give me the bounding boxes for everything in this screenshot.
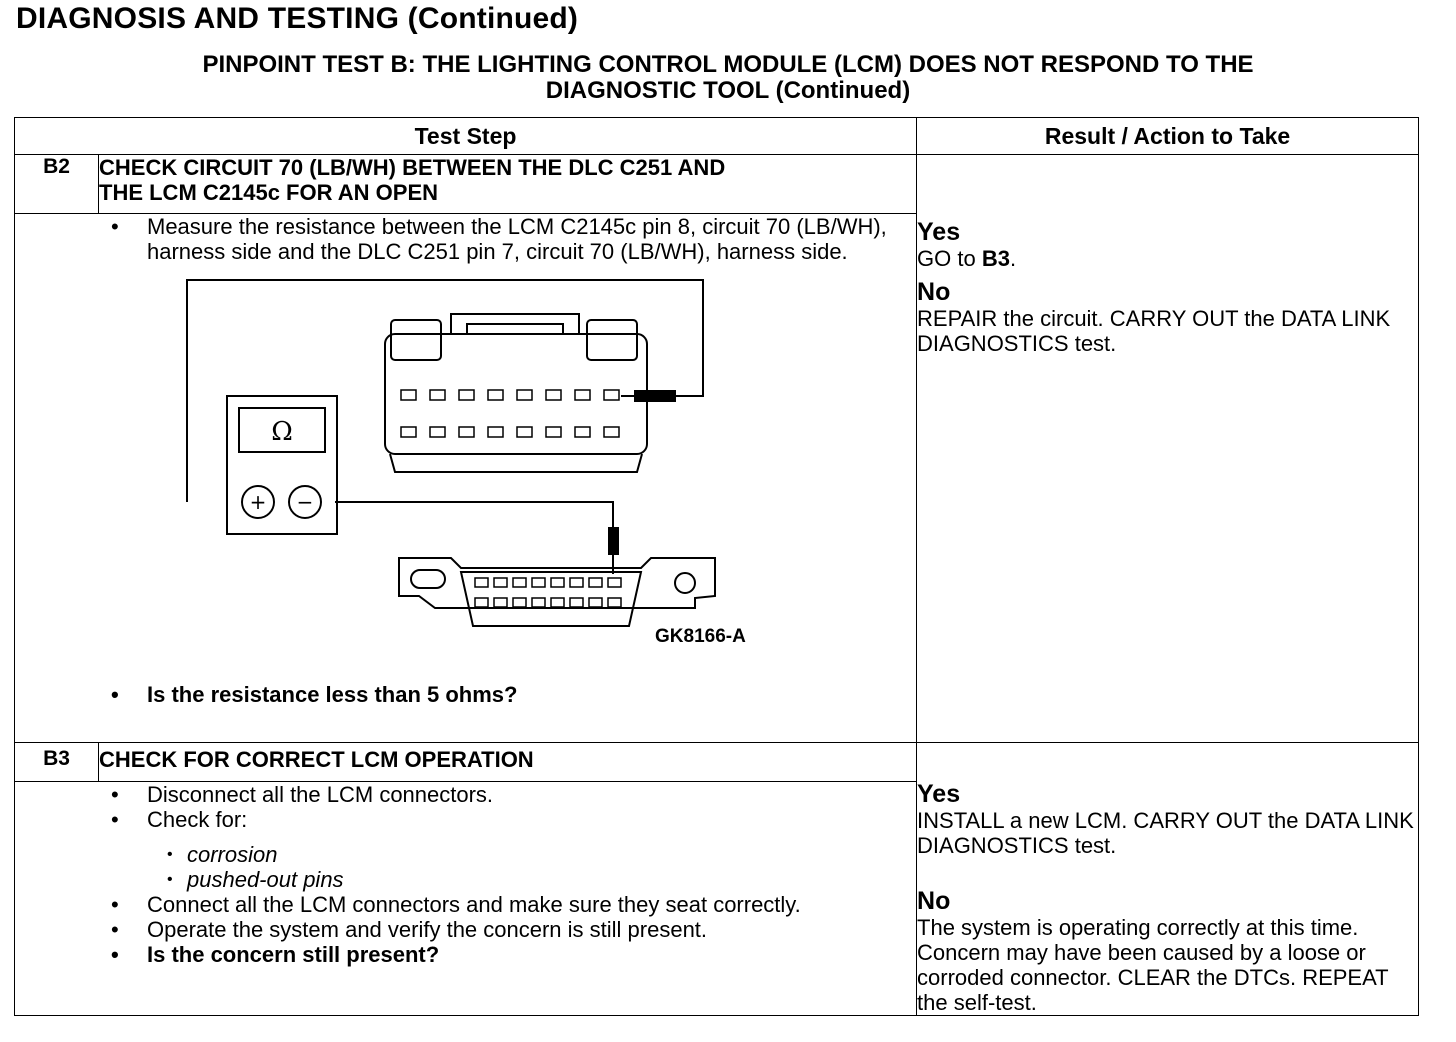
sub-list-item: pushed-out pins (167, 867, 916, 892)
step-b2-result: Yes GO to B3. No REPAIR the circuit. CAR… (916, 154, 1420, 743)
step-body: Measure the resistance between the LCM C… (13, 213, 918, 743)
yes-label: Yes (917, 780, 961, 808)
step-bullets: Measure the resistance between the LCM C… (15, 214, 916, 264)
yes-label: Yes (917, 218, 961, 246)
figure-label: GK8166-A (655, 626, 746, 647)
connector-pin (588, 577, 603, 588)
connector-pin (545, 426, 562, 438)
meter-plus-terminal (241, 485, 275, 519)
connector-pin (474, 577, 489, 588)
column-header-test-step: Test Step (13, 117, 918, 155)
connector-pin (603, 389, 620, 401)
step-b3-title-row: B3 CHECK FOR CORRECT LCM OPERATION Yes I… (14, 741, 1420, 1016)
list-item: Check for: corrosion pushed-out pins (15, 807, 916, 892)
step-question: Is the resistance less than 5 ohms? (15, 682, 916, 707)
connector-pin (512, 597, 527, 608)
dlc-mounting-hole (410, 569, 446, 589)
connector-pin (545, 389, 562, 401)
negative-lead-wire (335, 501, 614, 534)
connector-pin (429, 426, 446, 438)
yes-action: GO to B3. (917, 246, 1418, 271)
list-item: Connect all the LCM connectors and make … (15, 892, 916, 917)
step-title-line2: THE LCM C2145c FOR AN OPEN (99, 180, 439, 205)
connector-pin (400, 426, 417, 438)
meter-minus-terminal (288, 485, 322, 519)
ohm-symbol-icon: Ω (271, 417, 293, 447)
connector-pin (574, 389, 591, 401)
connector-pin (531, 597, 546, 608)
connector-pins (400, 389, 622, 608)
step-b2-body-row: Measure the resistance between the LCM C… (13, 213, 1419, 743)
list-item-text: Check for: (147, 807, 248, 833)
step-bullets: Disconnect all the LCM connectors. Check… (15, 782, 916, 967)
connector-pin (550, 597, 565, 608)
connector-pin (607, 577, 622, 588)
lcm-test-probe (621, 390, 676, 402)
connector-pin (493, 577, 508, 588)
yes-action-suffix: . (1009, 246, 1017, 271)
step-b3-body-row: Disconnect all the LCM connectors. Check… (13, 781, 1419, 1016)
dlc-test-probe (608, 527, 619, 574)
connector-pin (400, 389, 417, 401)
minus-icon: − (297, 490, 314, 514)
connector-pin (512, 577, 527, 588)
connector-pin (458, 426, 475, 438)
yes-action-step-ref: B3 (981, 246, 1010, 271)
no-label: No (917, 278, 951, 306)
no-action: REPAIR the circuit. CARRY OUT the DATA L… (917, 306, 1391, 356)
step-id: B2 (14, 154, 99, 214)
step-b3-result: Yes INSTALL a new LCM. CARRY OUT the DAT… (916, 742, 1420, 1016)
connector-pin (531, 577, 546, 588)
table-header-row: Test Step Result / Action to Take (13, 117, 1420, 155)
connector-pin (474, 597, 489, 608)
list-item: Measure the resistance between the LCM C… (15, 214, 916, 264)
connector-pin (487, 389, 504, 401)
yes-action-prefix: GO to (917, 246, 982, 271)
no-action: The system is operating correctly at thi… (917, 915, 1389, 1015)
lcm-connector-c2145c (384, 313, 648, 473)
column-header-result: Result / Action to Take (916, 117, 1420, 155)
connector-pin (569, 577, 584, 588)
no-label: No (917, 887, 951, 915)
sub-list-item: corrosion (167, 842, 916, 867)
connector-pin (607, 597, 622, 608)
multimeter (226, 395, 338, 535)
positive-lead-wire (186, 279, 704, 502)
connector-pin (458, 389, 475, 401)
step-body: Disconnect all the LCM connectors. Check… (13, 781, 918, 1016)
step-title-line1: CHECK CIRCUIT 70 (LB/WH) BETWEEN THE DLC… (99, 155, 726, 180)
step-title: CHECK CIRCUIT 70 (LB/WH) BETWEEN THE DLC… (97, 154, 918, 214)
pinpoint-test-table: Test Step Result / Action to Take B2 CHE… (13, 117, 1420, 1016)
list-item: Operate the system and verify the concer… (15, 917, 916, 942)
page-title: DIAGNOSIS AND TESTING (Continued) (16, 2, 579, 35)
dlc-mounting-hole (674, 572, 696, 594)
step-id: B3 (14, 741, 99, 783)
connector-pin (550, 577, 565, 588)
connector-pin (429, 389, 446, 401)
step-title: CHECK FOR CORRECT LCM OPERATION (97, 741, 918, 783)
check-sub-list: corrosion pushed-out pins (15, 842, 916, 892)
connector-pin (487, 426, 504, 438)
test-title-line2: DIAGNOSTIC TOOL (Continued) (545, 77, 911, 104)
step-b2-title-row: B2 CHECK CIRCUIT 70 (LB/WH) BETWEEN THE … (14, 154, 1420, 743)
plus-icon: + (250, 490, 267, 514)
connector-pin (493, 597, 508, 608)
list-item: Disconnect all the LCM connectors. (15, 782, 916, 807)
connector-pin (574, 426, 591, 438)
meter-connector-diagram: Ω + − GK8166-A (186, 279, 746, 647)
connector-pin (516, 389, 533, 401)
connector-pin (588, 597, 603, 608)
step-question: Is the concern still present? (15, 942, 916, 967)
connector-pin (516, 426, 533, 438)
pinpoint-test-title: PINPOINT TEST B: THE LIGHTING CONTROL MO… (0, 52, 1456, 104)
test-title-line1: PINPOINT TEST B: THE LIGHTING CONTROL MO… (202, 51, 1254, 78)
connector-pin (603, 426, 620, 438)
connector-pin (569, 597, 584, 608)
dlc-connector-c251 (398, 557, 716, 627)
step-question-list: Is the resistance less than 5 ohms? (15, 682, 916, 707)
yes-action: INSTALL a new LCM. CARRY OUT the DATA LI… (917, 808, 1414, 858)
